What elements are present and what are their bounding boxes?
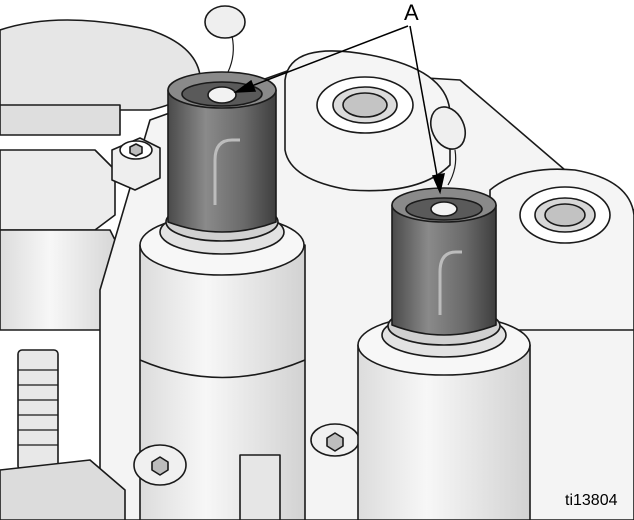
leader-arrow-icon bbox=[235, 25, 409, 93]
dip-tube-right bbox=[438, 250, 462, 315]
arrowhead-left bbox=[233, 79, 257, 93]
indicator-pin-right bbox=[430, 201, 458, 217]
callout-label-a: A bbox=[404, 0, 419, 25]
hex-nut-left bbox=[0, 149, 116, 231]
dip-tube-left bbox=[213, 138, 240, 205]
sight-glass-cup-icon bbox=[391, 204, 497, 336]
arrowhead-right bbox=[431, 173, 445, 195]
tether-tag-right bbox=[429, 106, 467, 150]
callout-leaders bbox=[233, 25, 445, 195]
tether-tag-top bbox=[204, 5, 246, 39]
threaded-stud bbox=[17, 349, 59, 471]
figure-id: ti13804 bbox=[565, 492, 618, 509]
leader-arrow-icon bbox=[409, 25, 441, 193]
indicator-pin-left bbox=[207, 86, 237, 104]
tether-wire-left bbox=[227, 35, 234, 73]
base-nut bbox=[0, 459, 126, 520]
tether-wire-right bbox=[447, 149, 457, 186]
sight-glass-cup-icon bbox=[167, 89, 277, 233]
gauge-stem bbox=[0, 104, 121, 136]
small-stud bbox=[239, 454, 281, 520]
